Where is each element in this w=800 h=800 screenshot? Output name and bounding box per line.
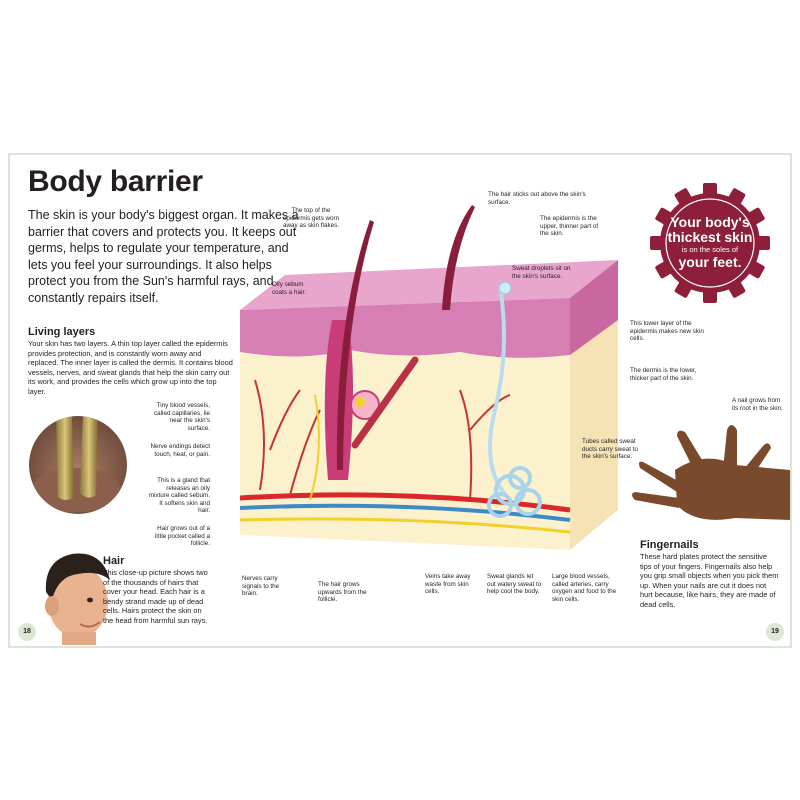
living-layers-heading: Living layers [28,326,96,338]
label-arteries: Large blood vessels, called arteries, ca… [552,573,617,603]
fingernails-text: These hard plates protect the sensitive … [640,552,779,609]
hair-closeup-photo [29,416,127,514]
page-number-left: 18 [18,623,36,641]
label-sweat-ducts: Tubes called sweat ducts carry sweat to … [582,438,638,460]
label-skin-flakes: The top of the epidermis gets worn away … [282,207,340,229]
page-number-right: 19 [766,623,784,641]
label-epidermis: The epidermis is the upper, thinner part… [540,215,599,237]
hair-heading: Hair [103,555,125,567]
label-hair-sticks-out: The hair sticks out above the skin's sur… [488,191,586,206]
label-veins: Veins take away waste from skin cells. [425,573,471,595]
hand-photo [632,425,790,520]
label-nerves: Nerves carry signals to the brain. [242,575,280,597]
book-spread: Body barrier The skin is your body's big… [8,153,792,648]
boy-portrait [45,553,110,645]
badge-line-1: Your body's [670,214,750,230]
label-sebum-gland: This is a gland that releases an oily mi… [148,477,210,514]
label-follicle: Hair grows out of a little pocket called… [155,525,210,547]
badge-line-2: thickest skin [667,229,753,245]
badge-line-4: your feet. [678,254,742,270]
skin-cross-section-diagram [239,205,618,550]
label-capillaries: Tiny blood vessels, called capillaries, … [154,402,210,432]
label-nail-grows: A nail grows from its root in the skin. [732,397,783,412]
badge-line-3: is on the soles of [681,245,739,254]
label-lower-layer: This lower layer of the epidermis makes … [630,320,704,342]
label-oily-sebum: Oily sebum coats a hair. [272,281,306,296]
label-sweat-droplets: Sweat droplets sit on the skin's surface… [512,265,571,280]
label-hair-grows: The hair grows upwards from the follicle… [318,581,367,603]
fingernails-heading: Fingernails [640,539,699,551]
label-sweat-glands: Sweat glands let out watery sweat to hel… [487,573,542,595]
gear-badge-icon [650,183,770,303]
living-layers-text: Your skin has two layers. A thin top lay… [28,339,233,396]
label-nerve-endings: Nerve endings detect touch, heat, or pai… [150,443,210,458]
intro-text: The skin is your body's biggest organ. I… [28,208,299,305]
label-dermis: The dermis is the lower, thicker part of… [630,367,697,382]
page-title: Body barrier [28,165,203,198]
badge-text: Your body's thickest skin is on the sole… [650,215,770,270]
hair-text: This close-up picture shows two of the t… [103,568,208,625]
